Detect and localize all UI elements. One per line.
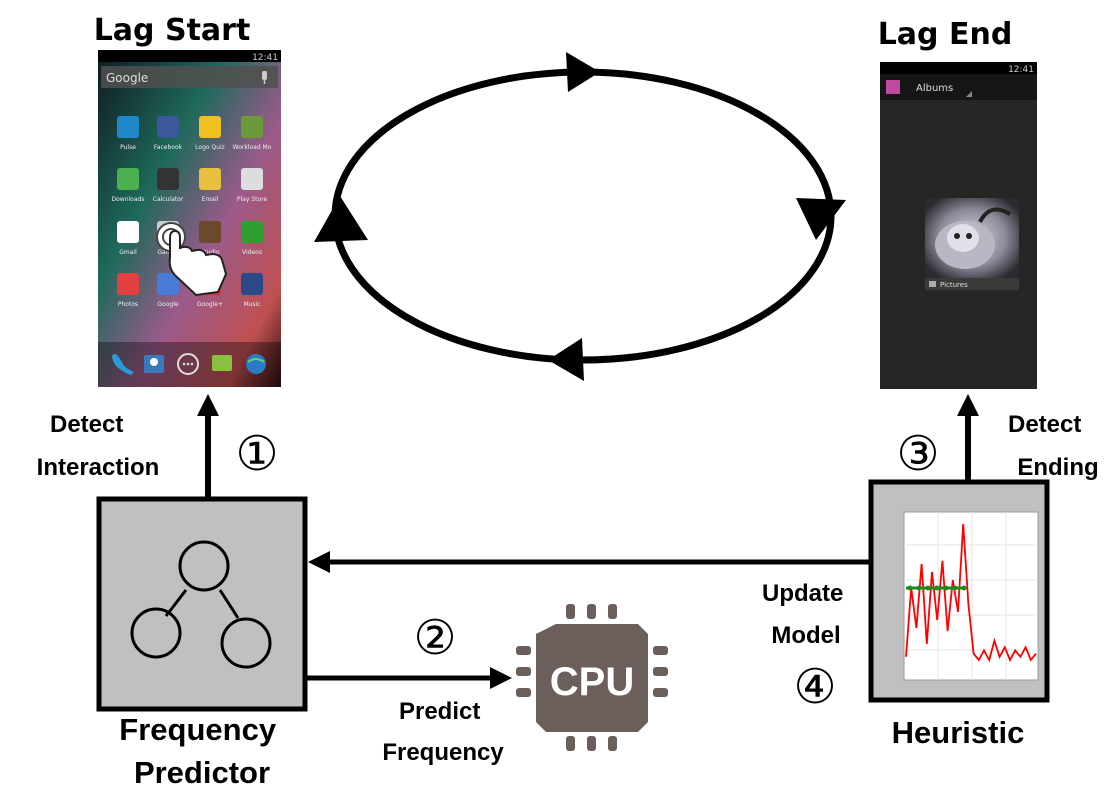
heuristic-green-series	[906, 585, 967, 591]
mic-icon	[262, 71, 267, 84]
tree-model-icon	[130, 540, 272, 669]
app-label: Pulse	[120, 144, 136, 151]
app-icon-logo-quiz[interactable]: Logo Quiz	[195, 116, 225, 151]
app-icon-gmail[interactable]: Gmail	[117, 221, 139, 256]
app-label: Music	[243, 301, 260, 308]
gallery-app-icon[interactable]	[886, 80, 900, 94]
app-icon-studio[interactable]: Studio	[199, 221, 221, 256]
green-marker	[934, 585, 940, 591]
app-icon-workload-mo[interactable]: Workload Mo	[233, 116, 272, 151]
app-icon-email[interactable]: Email	[199, 168, 221, 203]
cycle-arrow-left	[314, 196, 368, 242]
cycle-loop	[314, 52, 846, 381]
detect-ending-label-line1: Detect	[1008, 411, 1081, 438]
app-label: Workload Mo	[233, 144, 272, 151]
app-label: Downloads	[112, 196, 145, 203]
update-model-label: Update Model	[762, 580, 850, 649]
google-search-bar[interactable]	[101, 66, 278, 88]
green-marker	[916, 585, 922, 591]
app-label: Gmail	[119, 249, 137, 256]
cpu-chip-icon: CPU	[516, 604, 668, 751]
lag-end-status-time: 12:41	[1008, 65, 1034, 75]
step-1-marker: ①	[235, 426, 278, 482]
update-model-label-line2: Model	[771, 622, 840, 649]
google-search-text: Google	[106, 71, 148, 85]
frequency-predictor-label-line2: Predictor	[134, 755, 270, 790]
lag-start-title: Lag Start	[94, 13, 251, 48]
cpu-label: CPU	[550, 660, 634, 704]
cycle-arrow-right	[796, 198, 846, 240]
contacts-icon[interactable]	[144, 355, 164, 373]
app-label: Google	[157, 301, 178, 308]
lag-end-title: Lag End	[878, 17, 1013, 52]
step-3-marker: ③	[896, 426, 939, 482]
app-icon-downloads[interactable]: Downloads	[112, 168, 145, 203]
app-label: Gallery	[157, 249, 179, 256]
pictures-label: Pictures	[940, 281, 968, 289]
step-2-marker: ②	[413, 610, 456, 666]
detect-interaction-label-line2: Interaction	[37, 454, 160, 481]
heuristic-red-series	[905, 523, 1037, 663]
frequency-predictor-label-line1: Frequency	[119, 712, 277, 747]
app-label: Facebook	[154, 144, 183, 151]
app-icon-pulse[interactable]: Pulse	[117, 116, 139, 151]
app-icon-videos[interactable]: Videos	[241, 221, 263, 256]
app-label: Logo Quiz	[195, 144, 225, 151]
app-icon-calculator[interactable]: Calculator	[153, 168, 184, 203]
app-icon-photos[interactable]: Photos	[117, 273, 139, 308]
heuristic-graph-grid	[904, 512, 1038, 680]
cycle-arrow-bottom	[548, 338, 584, 381]
green-marker	[952, 585, 958, 591]
green-marker	[943, 585, 949, 591]
cycle-arrow-top	[566, 52, 600, 92]
green-marker	[907, 585, 913, 591]
update-model-arrow	[308, 551, 869, 573]
app-label: Google+	[197, 301, 223, 308]
update-model-label-line1: Update	[762, 580, 843, 607]
app-icon-facebook[interactable]: Facebook	[154, 116, 183, 151]
lag-start-status-time: 12:41	[252, 53, 278, 63]
messaging-icon[interactable]	[212, 355, 232, 371]
dock	[112, 353, 266, 375]
detect-ending-label: Detect Ending	[1008, 411, 1099, 481]
frequency-predictor-box	[96, 496, 308, 712]
frequency-predictor-label: Frequency Predictor	[119, 712, 284, 790]
albums-label[interactable]: Albums	[916, 83, 953, 94]
app-label: Photos	[118, 301, 138, 308]
app-icon-play-store[interactable]: Play Store	[237, 168, 268, 203]
pictures-album-tile[interactable]: Pictures	[925, 198, 1019, 290]
detect-ending-arrow	[957, 394, 979, 480]
green-marker	[925, 585, 931, 591]
detect-interaction-label: Detect Interaction	[37, 411, 160, 481]
heuristic-label: Heuristic	[892, 715, 1025, 750]
detect-ending-label-line2: Ending	[1017, 454, 1098, 481]
heuristic-box	[868, 479, 1050, 703]
lag-end-screenshot: 12:41 Albums Pictures	[880, 62, 1037, 389]
app-label: Play Store	[237, 196, 268, 203]
app-label: Videos	[242, 249, 262, 256]
detect-interaction-label-line1: Detect	[50, 411, 123, 438]
predict-frequency-arrow	[306, 667, 512, 689]
app-icon-music[interactable]: Music	[241, 273, 263, 308]
predict-frequency-label-line2: Frequency	[382, 739, 504, 766]
detect-interaction-arrow	[197, 394, 219, 499]
predict-frequency-label-line1: Predict	[399, 698, 480, 725]
hand-pointer-icon	[156, 222, 228, 297]
step-4-marker: ④	[793, 659, 836, 715]
phone-icon[interactable]	[112, 354, 134, 375]
app-label: Studio	[200, 249, 219, 256]
green-marker	[961, 585, 967, 591]
browser-icon[interactable]	[246, 354, 266, 374]
app-drawer-icon[interactable]	[177, 353, 199, 375]
lag-start-screenshot: 12:41 Google Pulse Facebook Logo Quiz Workl…	[98, 50, 281, 387]
predict-frequency-label: Predict Frequency	[382, 698, 504, 766]
app-label: Email	[202, 196, 219, 203]
app-label: Calculator	[153, 196, 184, 203]
app-icon-google[interactable]: Google	[157, 273, 179, 308]
